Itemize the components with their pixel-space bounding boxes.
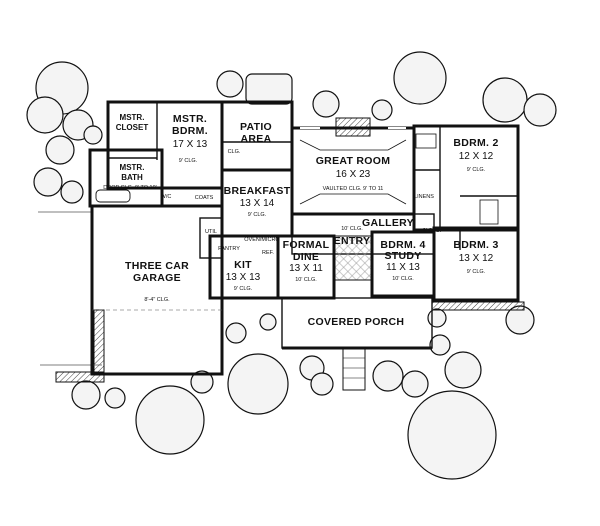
shrub-icon xyxy=(45,135,75,165)
hedge xyxy=(93,309,105,375)
tree-icon xyxy=(227,353,289,415)
shrub-icon xyxy=(372,360,404,392)
mstr-closet-label-1: MSTR. xyxy=(120,113,145,122)
breakfast-clg: 9' CLG. xyxy=(248,212,267,218)
patio-clg-label: CLG. xyxy=(228,149,241,155)
tree-icon xyxy=(482,77,528,123)
breakfast-label: BREAKFAST xyxy=(224,185,291,197)
shrub-icon xyxy=(429,334,451,356)
bdrm4-label: BDRM. 4 xyxy=(380,239,425,251)
oven-label: OVEN/MICRO xyxy=(244,237,280,243)
garage-label: THREE CAR xyxy=(125,260,189,272)
shrub-icon xyxy=(312,90,340,118)
stone-planter xyxy=(245,73,293,105)
wic-label: W/C xyxy=(161,194,172,200)
mstr-bath-label-2: BATH xyxy=(121,173,143,182)
util-label: UTIL xyxy=(205,229,217,235)
mstr-bdrm-dim: 17 X 13 xyxy=(173,139,208,150)
great-room-clg: VAULTED CLG. 9' TO 11 xyxy=(323,186,384,192)
garage-clg: 8'-4" CLG. xyxy=(144,297,170,303)
entry-label: ENTRY xyxy=(334,235,371,247)
tree-icon xyxy=(407,390,497,480)
porch-label: COVERED PORCH xyxy=(308,316,405,328)
garage-label-2: GARAGE xyxy=(133,272,181,284)
walkway xyxy=(342,347,366,391)
bathtub-icon xyxy=(479,199,499,225)
bdrm2-label: BDRM. 2 xyxy=(453,137,498,149)
tree-icon xyxy=(135,385,205,455)
coats-label: COATS xyxy=(195,195,214,201)
shrub-icon xyxy=(310,372,334,396)
patio-label: PATIO xyxy=(240,121,272,133)
mstr-bath-label: MSTR. xyxy=(120,163,145,172)
formal-dine-clg: 10' CLG. xyxy=(295,277,317,283)
shrub-icon xyxy=(427,308,447,328)
great-room-label: GREAT ROOM xyxy=(316,155,391,167)
hedge xyxy=(431,301,525,311)
bdrm4-label-2: STUDY xyxy=(384,250,421,262)
shrub-icon xyxy=(60,180,84,204)
entry-tile xyxy=(333,235,373,281)
mstr-bdrm-clg: 9' CLG. xyxy=(179,158,198,164)
bdrm3-dim: 13 X 12 xyxy=(459,253,494,264)
fireplace-icon xyxy=(335,117,371,137)
great-room-dim: 16 X 23 xyxy=(336,169,371,180)
tree-icon xyxy=(393,51,447,105)
kit-clg: 9' CLG. xyxy=(234,286,253,292)
bdrm2-dim: 12 X 12 xyxy=(459,151,494,162)
hedge xyxy=(55,371,105,383)
shrub-icon xyxy=(225,322,247,344)
shrub-icon xyxy=(371,99,393,121)
room-labels: MSTR. CLOSET MSTR. BDRM. 17 X 13 9' CLG.… xyxy=(103,113,498,328)
shrub-icon xyxy=(444,351,482,389)
kit-label: KIT xyxy=(234,259,252,271)
shrub-icon xyxy=(83,125,103,145)
mstr-bdrm-label: MSTR. xyxy=(173,113,207,125)
shrub-icon xyxy=(259,313,277,331)
shrub-icon xyxy=(190,370,214,394)
tree-icon xyxy=(523,93,557,127)
mstr-closet-label-2: CLOSET xyxy=(116,123,149,132)
ref-label: REF. xyxy=(262,250,274,256)
bathtub-icon xyxy=(95,189,131,203)
walls xyxy=(88,100,520,376)
bdrm4-dim: 11 X 13 xyxy=(386,262,420,273)
shrub-icon xyxy=(33,167,63,197)
tree-icon xyxy=(26,96,64,134)
shrub-icon xyxy=(401,370,429,398)
bdrm3-label: BDRM. 3 xyxy=(453,239,498,251)
gallery-label: GALLERY xyxy=(362,217,414,229)
hall-clg-label: 9' CLG. xyxy=(423,228,442,234)
patio-label-2: AREA xyxy=(241,133,272,145)
bdrm2-clg: 9' CLG. xyxy=(467,167,486,173)
bdrm3-clg: 9' CLG. xyxy=(467,269,486,275)
linens-label: LINENS xyxy=(414,194,434,200)
bdrm4-clg: 10' CLG. xyxy=(392,276,414,282)
mstr-bath-clg: DROP CLG. 9' TO 10' xyxy=(103,185,156,191)
landscaping xyxy=(26,51,557,480)
kit-dim: 13 X 13 xyxy=(226,272,261,283)
gallery-clg: 10' CLG. xyxy=(341,226,363,232)
shrub-icon xyxy=(104,387,126,409)
formal-dine-dim: 13 X 11 xyxy=(289,263,323,274)
shrub-icon xyxy=(71,380,101,410)
pantry-label: PANTRY xyxy=(218,246,240,252)
breakfast-dim: 13 X 14 xyxy=(240,198,275,209)
formal-dine-label: FORMAL xyxy=(283,239,330,251)
formal-dine-label-2: DINE xyxy=(293,251,319,263)
mstr-bdrm-label-2: BDRM. xyxy=(172,125,208,137)
sink-icon xyxy=(415,133,437,149)
shrub-icon xyxy=(216,70,244,98)
